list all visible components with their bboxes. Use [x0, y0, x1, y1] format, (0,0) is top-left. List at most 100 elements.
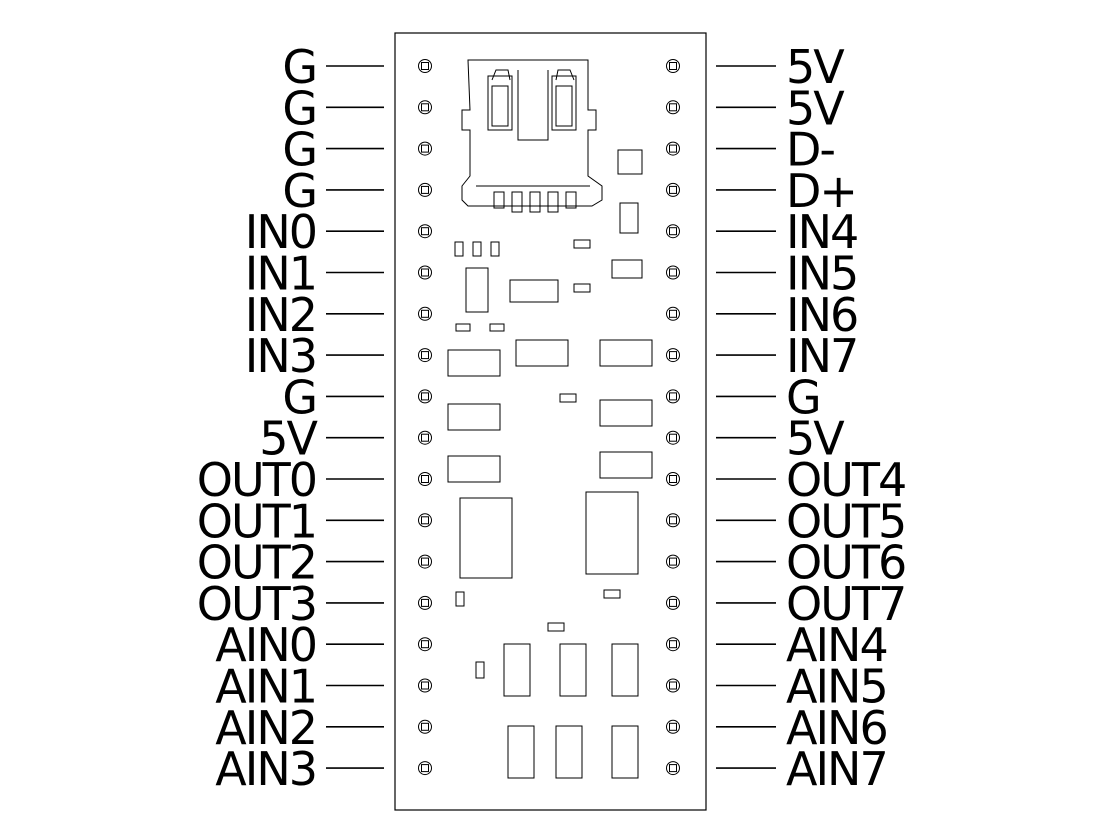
left-pin-pad — [418, 59, 432, 73]
left-pin-pad — [418, 554, 432, 569]
board-components — [447, 149, 653, 779]
left-pin-label: IN0 — [245, 205, 316, 259]
left-pin-label: OUT1 — [197, 494, 316, 548]
right-pin-label: IN6 — [786, 288, 857, 342]
right-pin-label: 5V — [786, 81, 845, 135]
left-pin-row: IN2 — [245, 288, 432, 342]
left-pin-label: IN2 — [245, 288, 316, 342]
right-pin-pad — [666, 100, 680, 115]
left-pin-row: IN0 — [245, 205, 432, 259]
left-pin-row: AIN3 — [215, 742, 432, 796]
left-pin-pad — [418, 719, 432, 734]
right-pin-label: AIN4 — [786, 618, 887, 672]
right-pin-row: OUT6 — [666, 536, 907, 590]
right-pin-label: D- — [786, 123, 834, 177]
right-pin-pad — [666, 59, 680, 73]
right-pin-row: AIN6 — [666, 701, 889, 755]
left-pin-row: OUT3 — [197, 577, 432, 631]
right-pin-pad — [666, 430, 680, 445]
left-pin-pad — [418, 265, 432, 280]
left-pin-label: IN1 — [245, 247, 316, 301]
left-pin-row: G — [282, 81, 432, 135]
right-pin-pad — [666, 513, 680, 528]
left-pin-row: AIN1 — [215, 660, 432, 714]
left-pin-pad — [418, 761, 432, 776]
left-pin-label: AIN2 — [215, 701, 316, 755]
left-pin-row: OUT2 — [197, 536, 432, 590]
right-pin-label: OUT5 — [786, 494, 905, 548]
right-pin-pad — [666, 182, 680, 197]
left-pin-row: AIN0 — [215, 618, 432, 672]
right-pin-row: D- — [666, 123, 836, 177]
right-pin-row: AIN7 — [666, 742, 889, 796]
right-pin-label: AIN6 — [786, 701, 887, 755]
left-pin-row: G — [282, 40, 432, 94]
right-pin-label: 5V — [786, 412, 845, 466]
right-pin-pad — [666, 389, 680, 404]
left-pin-label: AIN0 — [215, 618, 316, 672]
left-pin-label: G — [282, 370, 316, 424]
left-pin-pad — [418, 141, 432, 156]
right-pin-label: IN5 — [786, 247, 857, 301]
right-pin-pad — [666, 224, 680, 239]
left-pin-row: IN3 — [245, 329, 432, 383]
left-pin-pad — [418, 678, 432, 693]
right-pin-pad — [666, 761, 680, 776]
left-pin-label: G — [282, 164, 316, 218]
right-pin-row: IN4 — [666, 205, 859, 259]
left-pin-pad — [418, 182, 432, 197]
left-pin-row: G — [282, 370, 432, 424]
left-pin-row: G — [282, 123, 432, 177]
right-pin-label: G — [786, 370, 820, 424]
left-pin-label: 5V — [259, 412, 318, 466]
board-outline — [394, 32, 707, 811]
left-pin-column: GGGGIN0IN1IN2IN3G5VOUT0OUT1OUT2OUT3AIN0A… — [197, 40, 432, 796]
right-pin-row: OUT5 — [666, 494, 907, 548]
right-pin-pad — [666, 472, 680, 486]
left-pin-pad — [418, 637, 432, 652]
right-pin-row: AIN5 — [666, 660, 889, 714]
left-pin-row: G — [282, 164, 432, 218]
left-pin-pad — [418, 100, 432, 115]
right-pin-row: IN5 — [666, 247, 859, 301]
left-pin-label: AIN1 — [215, 660, 316, 714]
left-pin-pad — [418, 472, 432, 486]
right-pin-label: IN4 — [786, 205, 857, 259]
right-pin-row: 5V — [666, 81, 847, 135]
left-pin-label: G — [282, 40, 316, 94]
right-pin-label: AIN5 — [786, 660, 887, 714]
right-pin-pad — [666, 595, 680, 610]
right-pin-row: D+ — [666, 164, 858, 218]
right-pin-label: OUT4 — [786, 453, 905, 507]
right-pin-row: IN7 — [666, 329, 859, 383]
left-pin-row: OUT1 — [197, 494, 432, 548]
left-pin-label: IN3 — [245, 329, 316, 383]
left-pin-label: OUT0 — [197, 453, 316, 507]
right-pin-pad — [666, 554, 680, 569]
right-pin-row: 5V — [666, 412, 847, 466]
right-pin-pad — [666, 637, 680, 652]
right-pin-row: G — [666, 370, 822, 424]
right-pin-pad — [666, 141, 680, 156]
right-pin-label: D+ — [786, 164, 856, 218]
left-pin-label: G — [282, 81, 316, 135]
left-pin-pad — [418, 389, 432, 404]
left-pin-pad — [418, 595, 432, 610]
right-pin-pad — [666, 678, 680, 693]
left-pin-label: OUT2 — [197, 536, 316, 590]
left-pin-pad — [418, 224, 432, 239]
right-pin-label: OUT6 — [786, 536, 905, 590]
left-pin-label: OUT3 — [197, 577, 316, 631]
right-pin-label: AIN7 — [786, 742, 887, 796]
right-pin-label: 5V — [786, 40, 845, 94]
right-pin-pad — [666, 719, 680, 734]
left-pin-row: 5V — [259, 412, 432, 466]
left-pin-row: IN1 — [245, 247, 432, 301]
left-pin-label: G — [282, 123, 316, 177]
right-pin-pad — [666, 265, 680, 280]
right-pin-label: IN7 — [786, 329, 857, 383]
usb-connector — [461, 59, 603, 213]
right-pin-pad — [666, 348, 680, 363]
left-pin-label: AIN3 — [215, 742, 316, 796]
